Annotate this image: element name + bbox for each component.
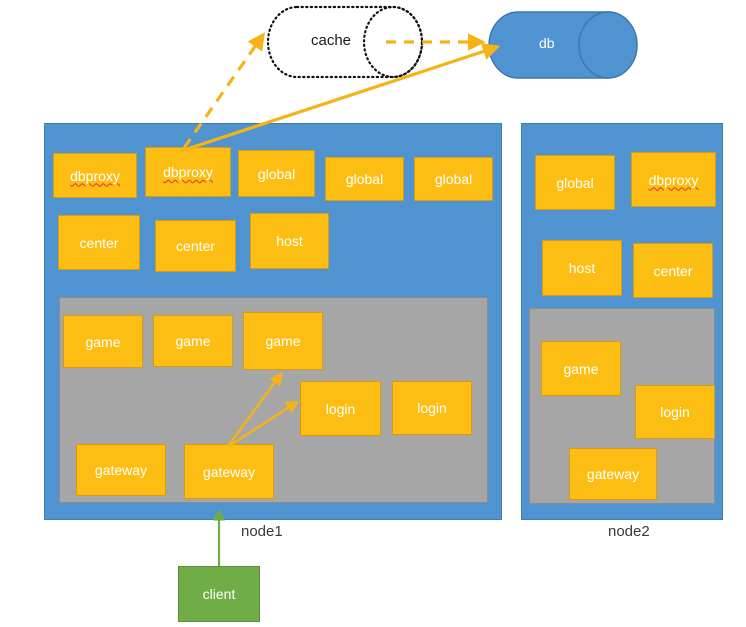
service-box-login[interactable]: login bbox=[392, 381, 472, 435]
service-box-login[interactable]: login bbox=[300, 381, 381, 436]
service-label: dbproxy bbox=[163, 164, 213, 180]
service-box-host[interactable]: host bbox=[250, 213, 329, 269]
service-box-dbproxy[interactable]: dbproxy bbox=[631, 152, 716, 207]
service-label: dbproxy bbox=[70, 167, 120, 184]
service-label: global bbox=[257, 165, 296, 182]
service-box-host[interactable]: host bbox=[542, 240, 622, 296]
service-box-game[interactable]: game bbox=[63, 315, 143, 368]
service-label: global bbox=[556, 174, 594, 191]
db-cylinder[interactable] bbox=[488, 11, 638, 79]
service-box-game[interactable]: game bbox=[541, 341, 621, 396]
service-box-login[interactable]: login bbox=[635, 385, 715, 439]
service-label: game bbox=[175, 333, 211, 349]
service-label: global bbox=[345, 171, 384, 187]
service-label: host bbox=[568, 260, 596, 276]
service-label: center bbox=[653, 262, 693, 279]
service-box-dbproxy[interactable]: dbproxy bbox=[53, 153, 137, 198]
service-label: game bbox=[563, 360, 599, 377]
service-label: center bbox=[176, 238, 215, 254]
client-label: client bbox=[202, 586, 236, 602]
service-box-global[interactable]: global bbox=[414, 157, 493, 201]
service-label: host bbox=[276, 233, 303, 249]
client-box[interactable]: client bbox=[178, 566, 260, 622]
service-box-game[interactable]: game bbox=[153, 315, 233, 367]
service-label: login bbox=[660, 404, 690, 420]
service-label: game bbox=[85, 333, 121, 350]
service-box-center[interactable]: center bbox=[633, 243, 713, 298]
service-label: game bbox=[265, 333, 301, 349]
service-label: dbproxy bbox=[648, 171, 699, 188]
service-box-global[interactable]: global bbox=[325, 157, 404, 201]
service-box-gateway[interactable]: gateway bbox=[184, 444, 274, 499]
node2-label: node2 bbox=[608, 523, 650, 540]
service-box-global[interactable]: global bbox=[535, 155, 615, 210]
service-box-dbproxy[interactable]: dbproxy bbox=[145, 147, 231, 197]
service-box-gateway[interactable]: gateway bbox=[569, 448, 657, 500]
service-label: gateway bbox=[94, 462, 148, 478]
node1-label: node1 bbox=[241, 523, 283, 540]
cache-cylinder[interactable] bbox=[266, 5, 424, 79]
service-label: login bbox=[325, 400, 356, 417]
service-label: center bbox=[79, 234, 119, 251]
service-label: gateway bbox=[586, 466, 640, 482]
service-box-game[interactable]: game bbox=[243, 312, 323, 370]
service-label: global bbox=[434, 171, 473, 187]
service-box-center[interactable]: center bbox=[58, 215, 140, 270]
service-label: gateway bbox=[202, 463, 256, 480]
service-box-global[interactable]: global bbox=[238, 150, 315, 197]
service-box-center[interactable]: center bbox=[155, 220, 236, 272]
service-box-gateway[interactable]: gateway bbox=[76, 444, 166, 496]
service-label: login bbox=[417, 400, 447, 416]
